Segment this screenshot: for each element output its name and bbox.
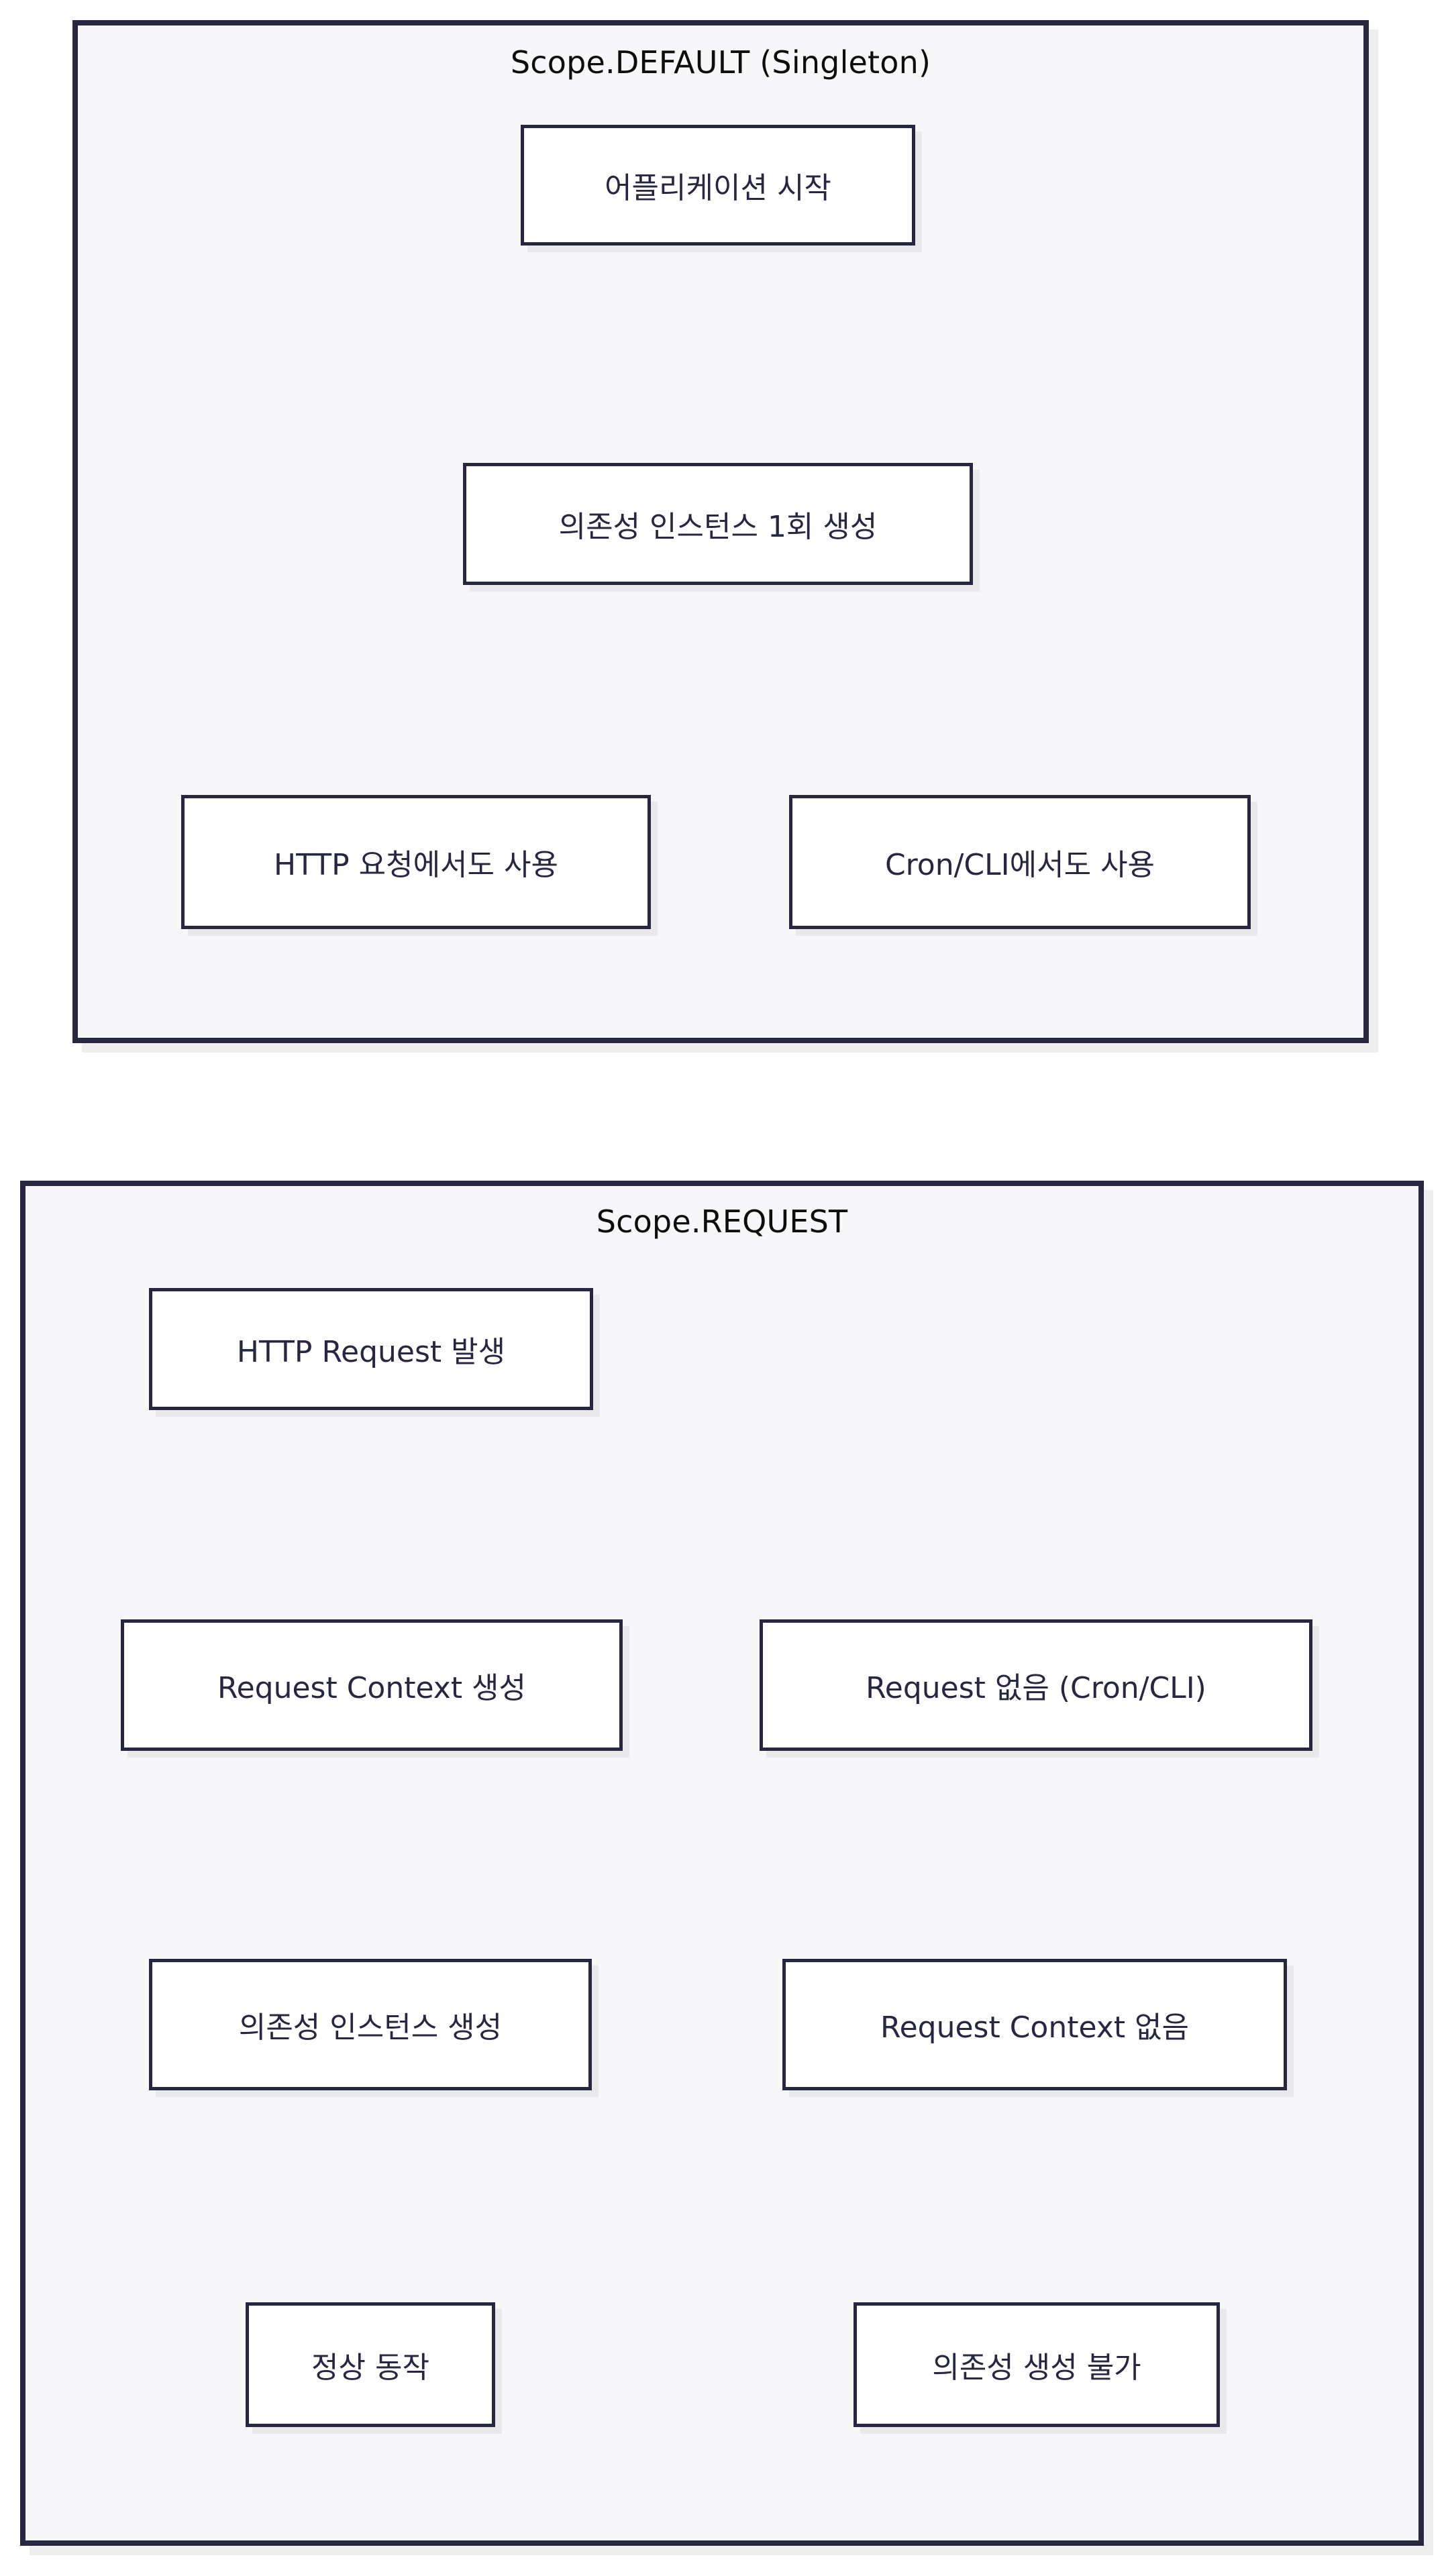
node-dependency-instance-created[interactable]: 의존성 인스턴스 생성 [149,1959,592,2090]
panel-scope-default-title: Scope.DEFAULT (Singleton) [510,44,931,80]
node-cron-use[interactable]: Cron/CLI에서도 사용 [789,795,1251,929]
node-singleton-create[interactable]: 의존성 인스턴스 1회 생성 [463,463,973,585]
node-request-context-created[interactable]: Request Context 생성 [121,1619,623,1751]
node-normal-operation[interactable]: 정상 동작 [246,2302,495,2427]
panel-scope-request-title: Scope.REQUEST [596,1203,848,1240]
node-http-use[interactable]: HTTP 요청에서도 사용 [181,795,651,929]
node-dependency-creation-impossible[interactable]: 의존성 생성 불가 [854,2302,1220,2427]
node-no-request-context[interactable]: Request Context 없음 [782,1959,1287,2090]
node-app-start[interactable]: 어플리케이션 시작 [521,125,915,246]
node-http-request[interactable]: HTTP Request 발생 [149,1288,593,1410]
node-no-request[interactable]: Request 없음 (Cron/CLI) [760,1619,1312,1751]
